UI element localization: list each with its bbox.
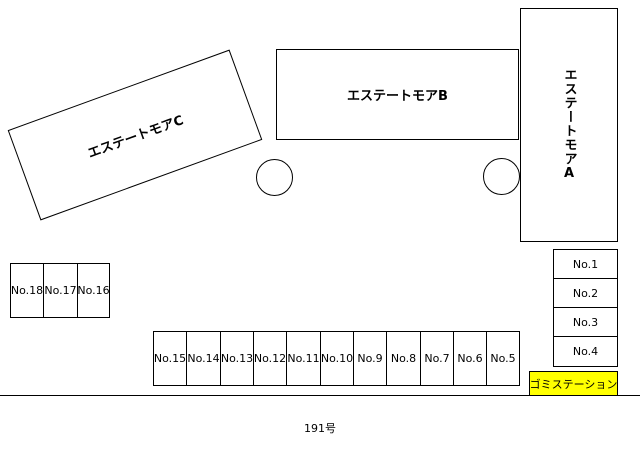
parking-slot: No.2: [553, 278, 618, 308]
parking-slot: No.6: [453, 331, 487, 386]
parking-slot: No.7: [420, 331, 454, 386]
parking-slot: No.3: [553, 307, 618, 337]
road-label: 191号: [304, 422, 336, 435]
road-line: [0, 395, 640, 396]
circle-marker-right: [483, 158, 520, 195]
building-c: エステートモアC: [7, 49, 263, 221]
parking-slot: No.1: [553, 249, 618, 279]
parking-slot: No.17: [43, 263, 78, 318]
circle-marker-left: [256, 159, 293, 196]
parking-slot: No.11: [286, 331, 321, 386]
garbage-station: ゴミステーション: [529, 371, 618, 396]
parking-slot: No.4: [553, 336, 618, 367]
parking-slot: No.16: [77, 263, 110, 318]
building-b: エステートモアB: [276, 49, 519, 140]
building-c-label: エステートモアC: [85, 112, 186, 162]
parking-slot: No.8: [386, 331, 421, 386]
parking-slot: No.14: [186, 331, 221, 386]
building-b-label: エステートモアB: [347, 89, 448, 104]
parking-slot: No.10: [320, 331, 354, 386]
parking-slot: No.12: [253, 331, 287, 386]
building-a: エステートモアA: [520, 8, 618, 242]
parking-slot: No.15: [153, 331, 187, 386]
parking-slot: No.5: [486, 331, 520, 386]
parking-slot: No.18: [10, 263, 44, 318]
parking-slot: No.9: [353, 331, 387, 386]
building-a-label: エステートモアA: [561, 68, 577, 182]
parking-slot: No.13: [220, 331, 254, 386]
